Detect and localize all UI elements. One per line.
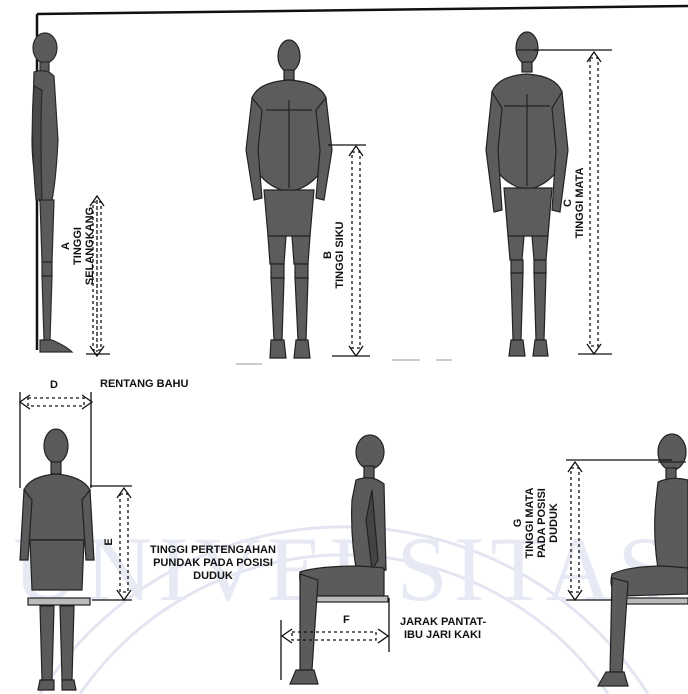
label-e-text: TINGGI PERTENGAHAN PUNDAK PADA POSISI DU… [138, 544, 288, 583]
label-f-line2: IBU JARI KAKI [404, 629, 520, 642]
label-f-text: JARAK PANTAT- IBU JARI KAKI [400, 616, 520, 642]
label-g-letter: G [512, 464, 524, 582]
label-b: B TINGGI SIKU [322, 200, 346, 310]
label-f-letter: F [343, 614, 350, 627]
figure-seated-side-g [598, 434, 688, 686]
label-f-line1: JARAK PANTAT- [400, 616, 520, 629]
label-g-line3: DUDUK [548, 464, 560, 582]
label-e-line3: DUDUK [138, 570, 288, 583]
label-e-line1: TINGGI PERTENGAHAN [138, 544, 288, 557]
figure-seated-back [20, 429, 94, 690]
label-b-line1: TINGGI SIKU [334, 200, 346, 310]
label-b-letter: B [322, 200, 334, 310]
label-c: C TINGGI MATA [562, 138, 586, 268]
label-g-line1: TINGGI MATA [524, 464, 536, 582]
label-e-letter: E [103, 532, 115, 552]
label-a-line1: TINGGI [72, 176, 84, 316]
figure-front-standing-b [246, 40, 332, 358]
frame-top-line [37, 6, 688, 14]
label-c-letter: C [562, 138, 574, 268]
figure-front-standing-c [486, 32, 568, 356]
label-d-letter: D [50, 379, 58, 392]
figure-seated-side-f [290, 435, 388, 684]
dimension-f [281, 598, 389, 680]
label-e-line2: PUNDAK PADA POSISI [138, 557, 288, 570]
label-g: G TINGGI MATA PADA POSISI DUDUK [512, 464, 560, 582]
label-a-line2: SELANGKANG [84, 176, 96, 316]
floor-lines [236, 360, 452, 364]
label-a-letter: A [60, 176, 72, 316]
label-a: A TINGGI SELANGKANG [60, 176, 96, 316]
label-c-line1: TINGGI MATA [574, 138, 586, 268]
label-g-line2: PADA POSISI [536, 464, 548, 582]
label-d-text: RENTANG BAHU [100, 378, 188, 391]
